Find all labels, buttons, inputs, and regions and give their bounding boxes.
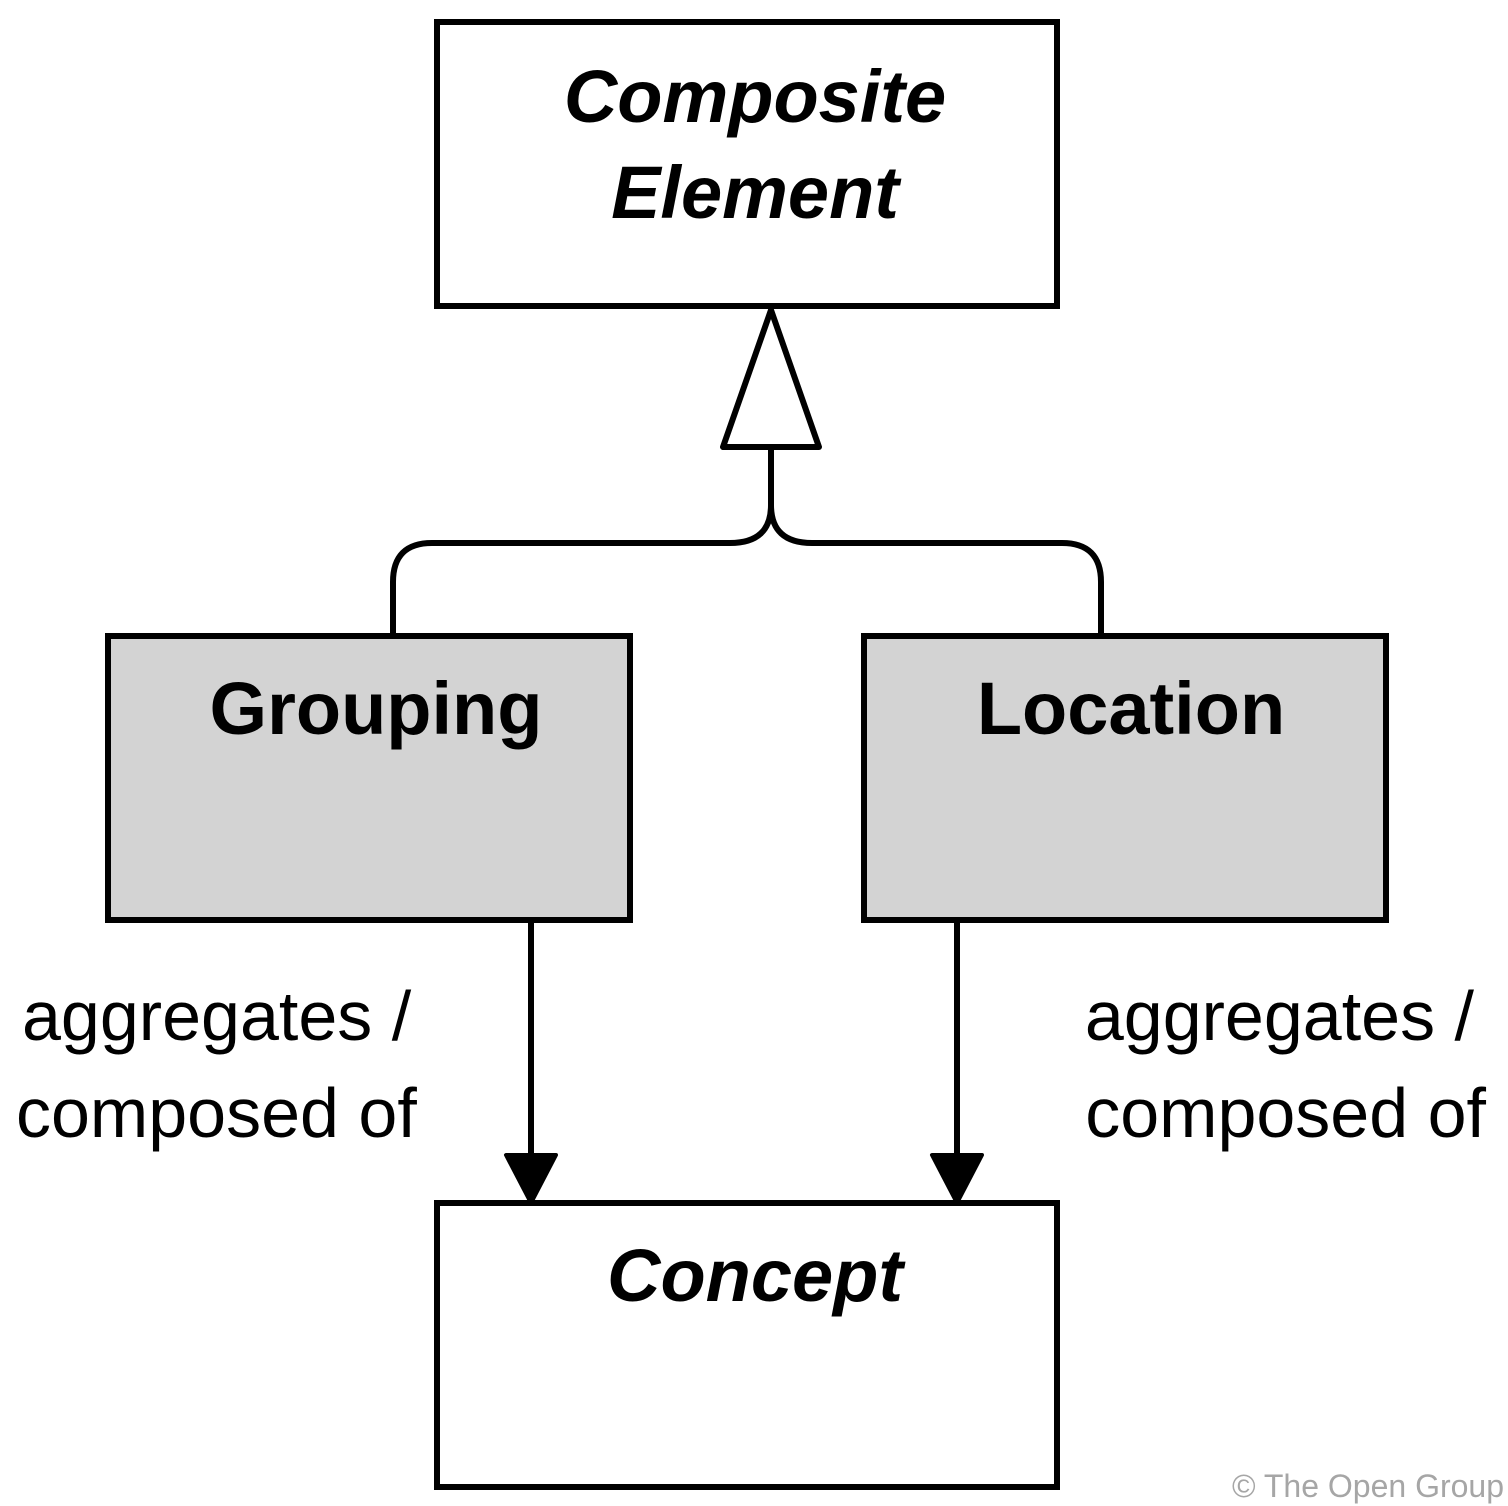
composite-element-label-line1: Composite xyxy=(564,55,946,138)
generalization-arrowhead-icon xyxy=(720,307,822,450)
generalization-connector xyxy=(390,450,1104,636)
location-relation-label-line2: composed of xyxy=(1085,1074,1486,1152)
copyright-notice: © The Open Group xyxy=(1232,1468,1504,1504)
grouping-relation-label-line2: composed of xyxy=(16,1074,417,1152)
concept-box[interactable] xyxy=(434,1200,1060,1490)
grouping-relation-label-line1: aggregates / xyxy=(22,977,412,1055)
concept-label: Concept xyxy=(607,1234,906,1317)
composite-element-label-line2: Element xyxy=(611,151,902,234)
location-relation-label-line1: aggregates / xyxy=(1085,977,1475,1055)
grouping-label: Grouping xyxy=(210,667,543,750)
location-concept-arrowhead-icon xyxy=(930,1153,984,1205)
grouping-box[interactable] xyxy=(105,633,633,923)
grouping-concept-arrowhead-icon xyxy=(504,1153,558,1205)
location-label: Location xyxy=(977,667,1285,750)
composite-element-box[interactable] xyxy=(434,19,1060,309)
location-box[interactable] xyxy=(861,633,1389,923)
